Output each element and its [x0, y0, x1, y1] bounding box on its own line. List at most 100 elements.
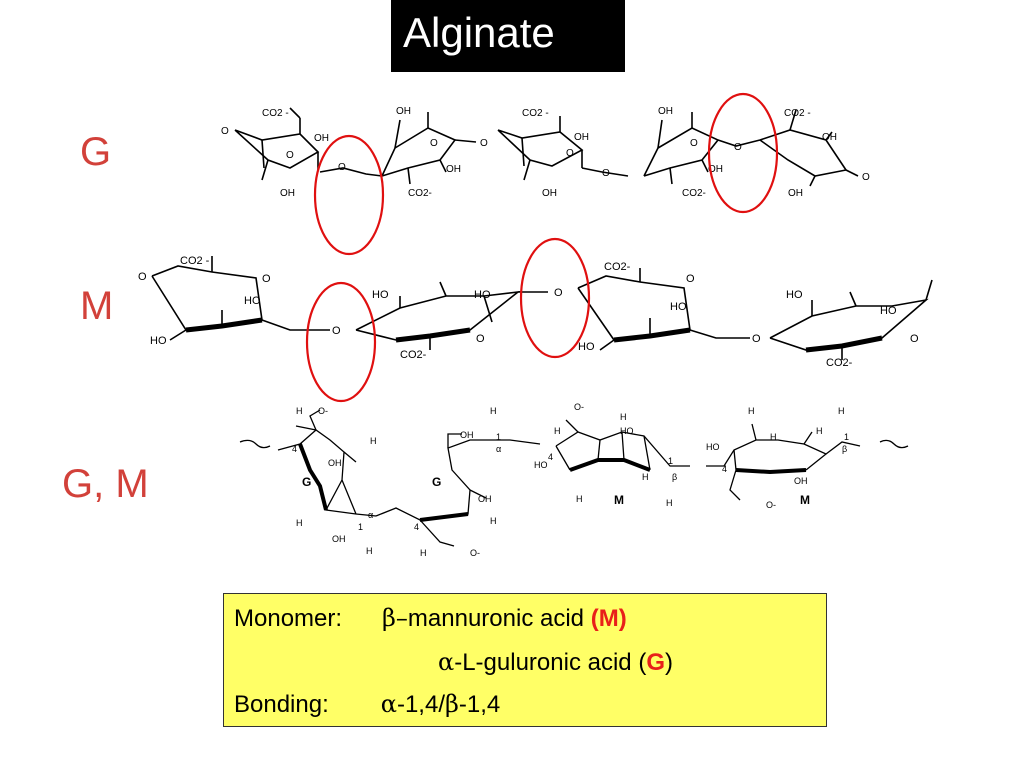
gm-wavy-end	[879, 439, 909, 449]
m-o-label: O	[262, 273, 271, 285]
gm-h-label: H	[666, 498, 673, 508]
monomer-line: Monomer: β–mannuronic acid (M)	[234, 604, 627, 633]
g-co2-label: CO2-	[682, 188, 706, 199]
gm-unit-label: M	[800, 493, 810, 507]
m-abbr: (M)	[590, 605, 627, 632]
m-co2-label: CO2 -	[180, 255, 210, 267]
g-abbr-close: )	[664, 649, 673, 676]
gm-h-label: H	[296, 406, 303, 416]
g-link-3	[581, 167, 629, 177]
g-o-label: O	[221, 126, 229, 137]
m-o-label: O	[476, 333, 485, 345]
gm-unit-1-ring	[341, 479, 357, 515]
m-co2-label: CO2-	[604, 261, 631, 273]
gm-oxide-label: O-	[574, 402, 584, 412]
gm-unit-2-bonds	[419, 433, 487, 547]
gm-unit-label: M	[614, 493, 624, 507]
g-oh-label: OH	[446, 164, 461, 175]
gm-anomeric-label: β	[842, 444, 847, 454]
g-o-label: O	[602, 168, 610, 179]
g-oh-label: OH	[658, 106, 673, 117]
g-oh-label: OH	[574, 132, 589, 143]
gm-h-label: H	[816, 426, 823, 436]
g-bonds-2	[394, 112, 447, 185]
g-carboxyl-bond-1	[289, 107, 301, 119]
gm-position-label: 1	[668, 456, 673, 466]
g-oh-label: OH	[822, 132, 837, 143]
g-oh-label: OH	[314, 133, 329, 144]
gm-h-label: H	[770, 432, 777, 442]
g-bonds-1	[261, 118, 319, 181]
bonding-line: Bonding:α-1,4/β-1,4	[234, 690, 500, 719]
bonding-label: Bonding:	[234, 691, 329, 718]
gm-unit-label: G	[432, 475, 441, 489]
g-o-label: O	[690, 138, 698, 149]
g-co2-label: CO2 -	[522, 108, 549, 119]
gm-wavy-start	[239, 439, 271, 449]
g-oh-label: OH	[396, 106, 411, 117]
gm-unit-1-bold	[298, 443, 328, 511]
gm-h-label: H	[554, 426, 561, 436]
gm-anomeric-label: α	[496, 444, 501, 454]
gm-unit-label: G	[302, 475, 311, 489]
g-o-label: O	[430, 138, 438, 149]
m-ring-4-bold	[805, 335, 883, 353]
highlight-ellipse	[305, 281, 377, 403]
m-bonds-1	[169, 256, 330, 341]
g-co2-label: CO2 -	[784, 108, 811, 119]
gm-h-label: H	[838, 406, 845, 416]
row-label-g: G	[80, 130, 112, 174]
m-ring-3-bold	[613, 327, 691, 343]
bonding-text-1: -1,4/	[396, 691, 445, 718]
gm-position-label: 1	[844, 432, 849, 442]
g-bonds-5	[789, 109, 859, 187]
m-o-label: O	[332, 325, 341, 337]
monomer-label: Monomer:	[234, 605, 343, 632]
beta-symbol: β–	[382, 604, 408, 632]
m-o-label: O	[554, 287, 563, 299]
g-abbr-open: (	[638, 649, 647, 676]
gm-unit-4-bonds	[729, 423, 827, 501]
m-ho-label: HO	[786, 289, 803, 301]
gm-unit-3-bold	[569, 458, 651, 472]
m-ho-label: HO	[372, 289, 389, 301]
m-bonds-4	[811, 279, 933, 360]
alpha-symbol: α	[438, 648, 455, 676]
row-label-m: M	[80, 284, 114, 328]
g-ring-1	[234, 129, 320, 169]
g-co2-label: CO2-	[408, 188, 432, 199]
row-label-gm: G, M	[62, 462, 149, 506]
m-ho-label: HO	[474, 289, 491, 301]
g-link-1	[319, 167, 383, 177]
g-o-label: O	[862, 172, 870, 183]
gm-h-label: H	[370, 436, 377, 446]
gm-labels: G G M M α α β β 4 1 4 1 4 1 4 1 O- O- O-…	[292, 402, 849, 558]
m-bonds-2	[399, 281, 493, 350]
gm-unit-3-bonds	[555, 419, 651, 471]
g-o-label: O	[734, 142, 742, 153]
m-labels: CO2 - CO2- CO2- CO2- HO HO HO HO HO HO H…	[138, 255, 919, 369]
m-chain: CO2 - CO2- CO2- CO2- HO HO HO HO HO HO H…	[138, 255, 933, 369]
gm-oxide-label: O-	[318, 406, 328, 416]
gm-position-label: 4	[292, 444, 297, 454]
gm-unit-4-bold	[735, 468, 807, 475]
highlight-ellipse	[519, 237, 591, 359]
bonding-beta: β	[445, 690, 459, 718]
page-title: Alginate	[391, 0, 625, 72]
m-ho-label: HO	[578, 341, 595, 353]
g-link-4	[717, 139, 761, 147]
g-glyco-2	[454, 139, 477, 143]
gm-position-label: 1	[358, 522, 363, 532]
gm-anomeric-label: α	[368, 510, 373, 520]
g-bonds-4	[657, 112, 709, 185]
gm-h-label: H	[620, 412, 627, 422]
gm-h-label: H	[642, 472, 649, 482]
guluronic-line: α-L-guluronic acid (G)	[438, 648, 673, 677]
gm-unit-1	[277, 429, 377, 517]
gm-oh-label: HO	[706, 442, 720, 452]
m-o-label: O	[752, 333, 761, 345]
mannuronic-text: mannuronic acid	[407, 605, 585, 632]
alginate-structures: CO2 - CO2 - CO2 - CO2- CO2- OH OH OH OH …	[138, 92, 933, 558]
g-abbr: G	[646, 649, 665, 676]
m-co2-label: CO2-	[400, 349, 427, 361]
